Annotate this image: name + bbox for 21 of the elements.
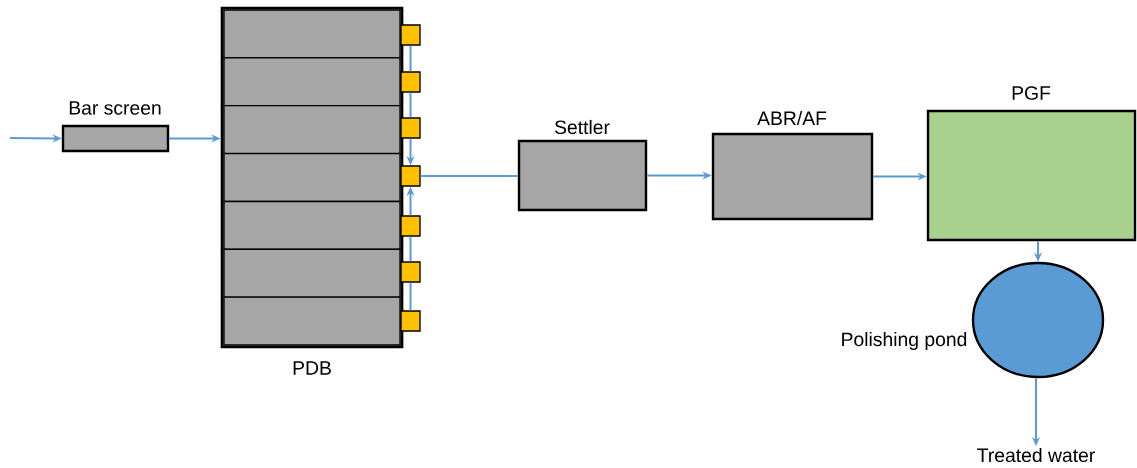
- box-label: ABR/AF: [757, 110, 827, 126]
- valve-square: [400, 71, 421, 93]
- compartment-box: [223, 200, 401, 250]
- output-label: Treated water: [977, 447, 1095, 463]
- valve-square: [400, 310, 421, 332]
- valve-square: [400, 117, 421, 139]
- valve-square: [400, 24, 421, 46]
- box-label: Settler: [554, 119, 610, 135]
- compartment-box: [223, 152, 401, 203]
- valve-square: [400, 165, 421, 187]
- box-label: PGF: [1012, 86, 1051, 100]
- box-label: Polishing pond: [842, 332, 967, 350]
- valve-square: [400, 261, 421, 283]
- compartment-box: [223, 9, 401, 59]
- valve-square: [400, 215, 421, 237]
- compartment-box: [223, 248, 401, 298]
- compartment-box: [223, 105, 401, 155]
- box-label: Bar screen: [69, 101, 161, 115]
- box-label: PDB: [293, 361, 331, 375]
- compartment-box: [223, 296, 401, 346]
- compartment-box: [223, 57, 401, 107]
